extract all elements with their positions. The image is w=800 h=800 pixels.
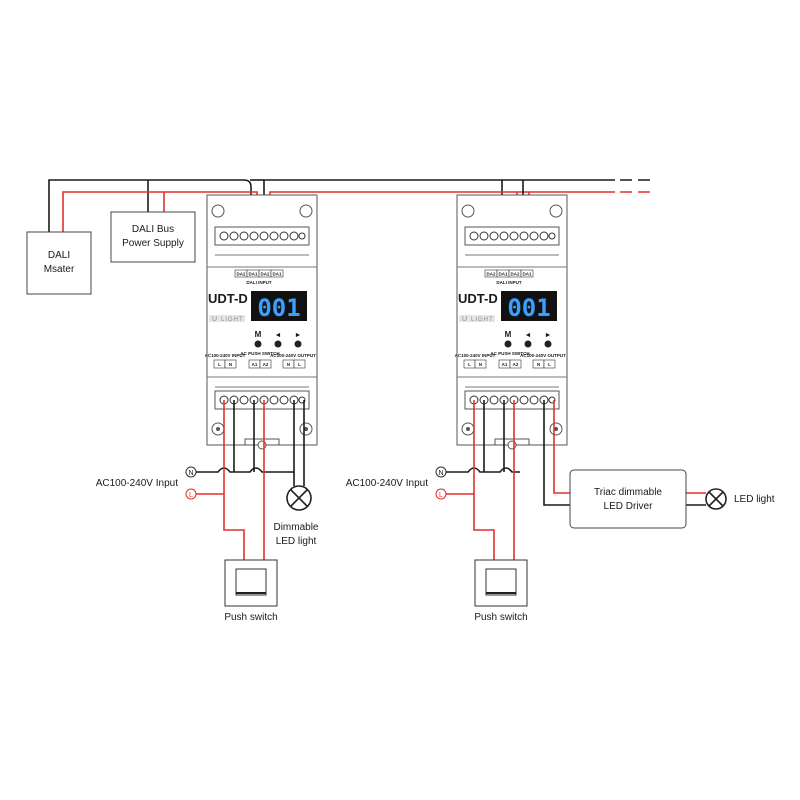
button-m[interactable] (504, 340, 512, 348)
svg-text:A2: A2 (263, 362, 269, 367)
button-right-label: ► (295, 332, 302, 339)
terminal-da1: DA1 (272, 272, 281, 277)
terminal-da2: DA2 (260, 272, 269, 277)
push-switch-label: Push switch (224, 612, 277, 623)
driver-label-2: LED Driver (604, 501, 654, 512)
push-switch-icon (224, 559, 278, 607)
bus-power-supply-box: DALI Bus Power Supply (110, 211, 196, 263)
svg-text:L: L (439, 492, 443, 499)
svg-text:A1: A1 (502, 362, 508, 367)
terminal-da2: DA2 (510, 272, 519, 277)
ac-push-label: AC PUSH SWITCH (240, 351, 279, 356)
left-ac-wiring: N L AC100-240V Input (96, 400, 305, 560)
terminal-da1: DA1 (248, 272, 257, 277)
ac-input-label: AC100-240V INPUT (455, 353, 496, 358)
svg-text:N: N (479, 362, 482, 367)
seven-segment-display: 001 (257, 294, 300, 322)
driver-label: Triac dimmable (594, 487, 662, 498)
ac-input-label: AC100-240V Input (96, 478, 179, 489)
model-name: UDT-D (208, 291, 248, 306)
button-left[interactable] (524, 340, 532, 348)
dali-terminal-labels: DA2 DA1 DA2 DA1 DALI INPUT (484, 269, 534, 285)
svg-text:LIGHT: LIGHT (221, 317, 244, 323)
ac-output-label: AC100-240V OUTPUT (520, 353, 566, 358)
bus-power-label: DALI Bus (132, 224, 174, 235)
seven-segment-display: 001 (507, 294, 550, 322)
button-left-label: ◄ (525, 332, 532, 339)
dali-terminal-labels: DA2 DA1 DA2 DA1 DALI INPUT (234, 269, 284, 285)
svg-text:L: L (189, 492, 193, 499)
lamp-icon (705, 488, 727, 510)
svg-text:U: U (212, 316, 217, 323)
dimmable-led-label-2: LED light (276, 536, 317, 547)
svg-text:L: L (548, 362, 551, 367)
dali-master-label: DALI (48, 250, 70, 261)
svg-text:L: L (468, 362, 471, 367)
ac-output-label: AC100-240V OUTPUT (270, 353, 316, 358)
right-ac-wiring: N L AC100-240V Input (346, 400, 706, 560)
terminal-da2: DA2 (236, 272, 245, 277)
button-right-label: ► (545, 332, 552, 339)
svg-text:U: U (462, 316, 467, 323)
svg-text:N: N (229, 362, 232, 367)
bus-power-label-2: Power Supply (122, 238, 184, 249)
led-light-label: LED light (734, 494, 775, 505)
button-left[interactable] (274, 340, 282, 348)
dimmable-led-label: Dimmable (273, 522, 318, 533)
svg-text:L: L (218, 362, 221, 367)
udt-d-device-left: DA2 DA1 DA2 DA1 DALI INPUT UDT-D 001 U L… (205, 194, 318, 450)
udt-d-device-right: DA2 DA1 DA2 DA1 DALI INPUT UDT-D 001 U L… (455, 194, 568, 450)
led-driver-box: Triac dimmable LED Driver (569, 469, 687, 529)
dali-master-box: DALI Msater (26, 231, 92, 295)
ac-input-label: AC100-240V Input (346, 478, 429, 489)
svg-text:LIGHT: LIGHT (471, 317, 494, 323)
button-right[interactable] (294, 340, 302, 348)
svg-text:L: L (298, 362, 301, 367)
dali-input-label: DALI INPUT (246, 280, 272, 285)
svg-text:A1: A1 (252, 362, 258, 367)
terminal-da1: DA1 (498, 272, 507, 277)
button-m-label: M (505, 330, 512, 339)
button-m[interactable] (254, 340, 262, 348)
svg-text:N: N (537, 362, 540, 367)
svg-text:N: N (438, 470, 443, 477)
button-m-label: M (255, 330, 262, 339)
model-name: UDT-D (458, 291, 498, 306)
brand-logo: U LIGHT (209, 315, 245, 323)
dali-input-label: DALI INPUT (496, 280, 522, 285)
svg-text:N: N (188, 470, 193, 477)
button-left-label: ◄ (275, 332, 282, 339)
brand-logo: U LIGHT (459, 315, 495, 323)
terminal-da1: DA1 (522, 272, 531, 277)
ac-input-label: AC100-240V INPUT (205, 353, 246, 358)
lamp-icon (286, 485, 312, 511)
button-right[interactable] (544, 340, 552, 348)
dali-master-label-2: Msater (44, 264, 75, 275)
svg-text:N: N (287, 362, 290, 367)
svg-text:A2: A2 (513, 362, 519, 367)
terminal-da2: DA2 (486, 272, 495, 277)
push-switch-icon (474, 559, 528, 607)
ac-push-label: AC PUSH SWITCH (490, 351, 529, 356)
push-switch-label: Push switch (474, 612, 527, 623)
